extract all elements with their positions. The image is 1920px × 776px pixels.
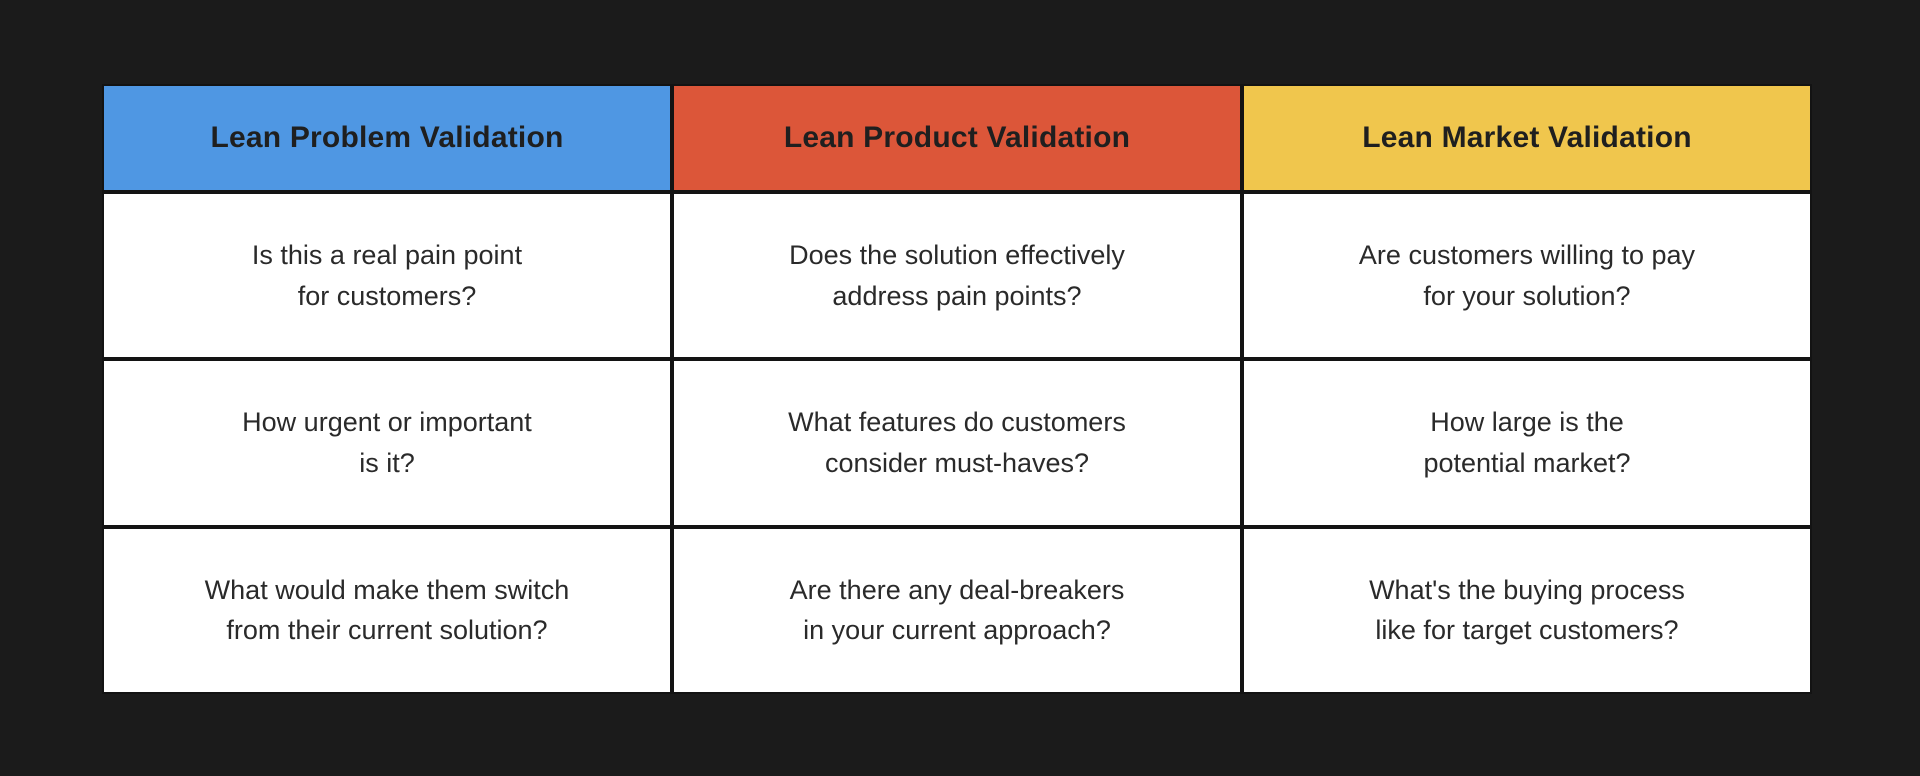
- cell-problem-row2: How urgent or important is it?: [104, 361, 670, 525]
- cell-product-row2: What features do customers consider must…: [674, 361, 1240, 525]
- cell-product-row3: Are there any deal-breakers in your curr…: [674, 528, 1240, 692]
- header-lean-product-validation: Lean Product Validation: [674, 86, 1240, 190]
- cell-problem-row1: Is this a real pain point for customers?: [104, 194, 670, 358]
- lean-validation-table: Lean Problem Validation Lean Product Val…: [102, 84, 1812, 694]
- cell-product-row1: Does the solution effectively address pa…: [674, 194, 1240, 358]
- cell-market-row2: How large is the potential market?: [1244, 361, 1810, 525]
- header-lean-market-validation: Lean Market Validation: [1244, 86, 1810, 190]
- cell-market-row1: Are customers willing to pay for your so…: [1244, 194, 1810, 358]
- header-lean-problem-validation: Lean Problem Validation: [104, 86, 670, 190]
- cell-market-row3: What's the buying process like for targe…: [1244, 528, 1810, 692]
- cell-problem-row3: What would make them switch from their c…: [104, 528, 670, 692]
